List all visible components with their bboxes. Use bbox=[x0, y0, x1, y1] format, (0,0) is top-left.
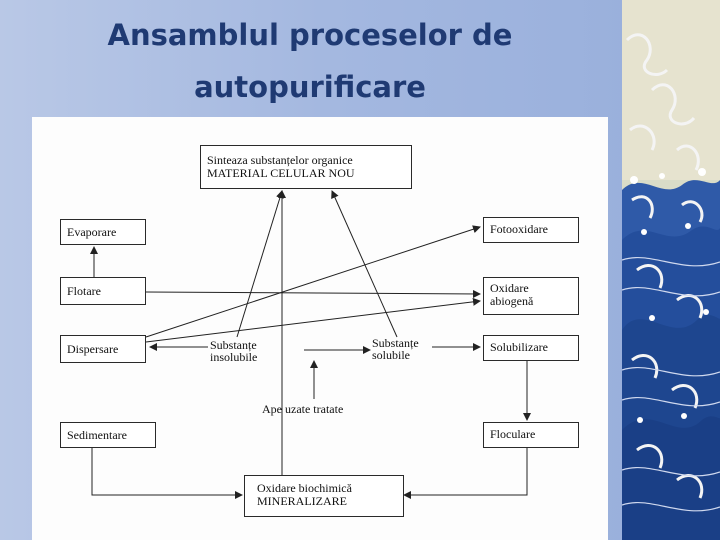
box-oxidare-abiogena-line1: Oxidare bbox=[490, 281, 529, 295]
label-ape-uzate-tratate: Ape uzate tratate bbox=[262, 402, 344, 416]
box-solubilizare: Solubilizare bbox=[483, 335, 579, 361]
box-mineralizare: Oxidare biochimică MINERALIZARE bbox=[244, 475, 404, 517]
box-material-celular-line2: MATERIAL CELULAR NOU bbox=[207, 166, 355, 180]
box-material-celular-line1: Sinteaza substanțelor organice bbox=[207, 153, 353, 167]
wave-decoration-image bbox=[622, 0, 720, 540]
process-diagram: Sinteaza substanțelor organice MATERIAL … bbox=[32, 117, 608, 540]
label-substante-solubile: Substanțe solubile bbox=[372, 337, 419, 361]
diagram-arrows bbox=[90, 190, 531, 499]
box-mineralizare-line1: Oxidare biochimică bbox=[257, 481, 352, 495]
slide-title-line2: autopurificare bbox=[194, 70, 426, 104]
box-sedimentare: Sedimentare bbox=[60, 422, 156, 448]
box-flotare: Flotare bbox=[60, 277, 146, 305]
slide-title-line1: Ansamblul proceselor de bbox=[107, 18, 513, 52]
label-substante-solubile-line1: Substanțe bbox=[372, 336, 419, 350]
box-fotooxidare: Fotooxidare bbox=[483, 217, 579, 243]
box-dispersare: Dispersare bbox=[60, 335, 146, 363]
box-floculare: Floculare bbox=[483, 422, 579, 448]
label-substante-insolubile: Substanțe insolubile bbox=[210, 339, 257, 363]
label-substante-solubile-line2: solubile bbox=[372, 348, 410, 362]
box-evaporare: Evaporare bbox=[60, 219, 146, 245]
label-substante-insolubile-line1: Substanțe bbox=[210, 338, 257, 352]
label-substante-insolubile-line2: insolubile bbox=[210, 350, 258, 364]
box-oxidare-abiogena-line2: abiogenă bbox=[490, 294, 534, 308]
box-mineralizare-line2: MINERALIZARE bbox=[257, 494, 347, 508]
box-material-celular: Sinteaza substanțelor organice MATERIAL … bbox=[200, 145, 412, 189]
box-oxidare-abiogena: Oxidare abiogenă bbox=[483, 277, 579, 315]
